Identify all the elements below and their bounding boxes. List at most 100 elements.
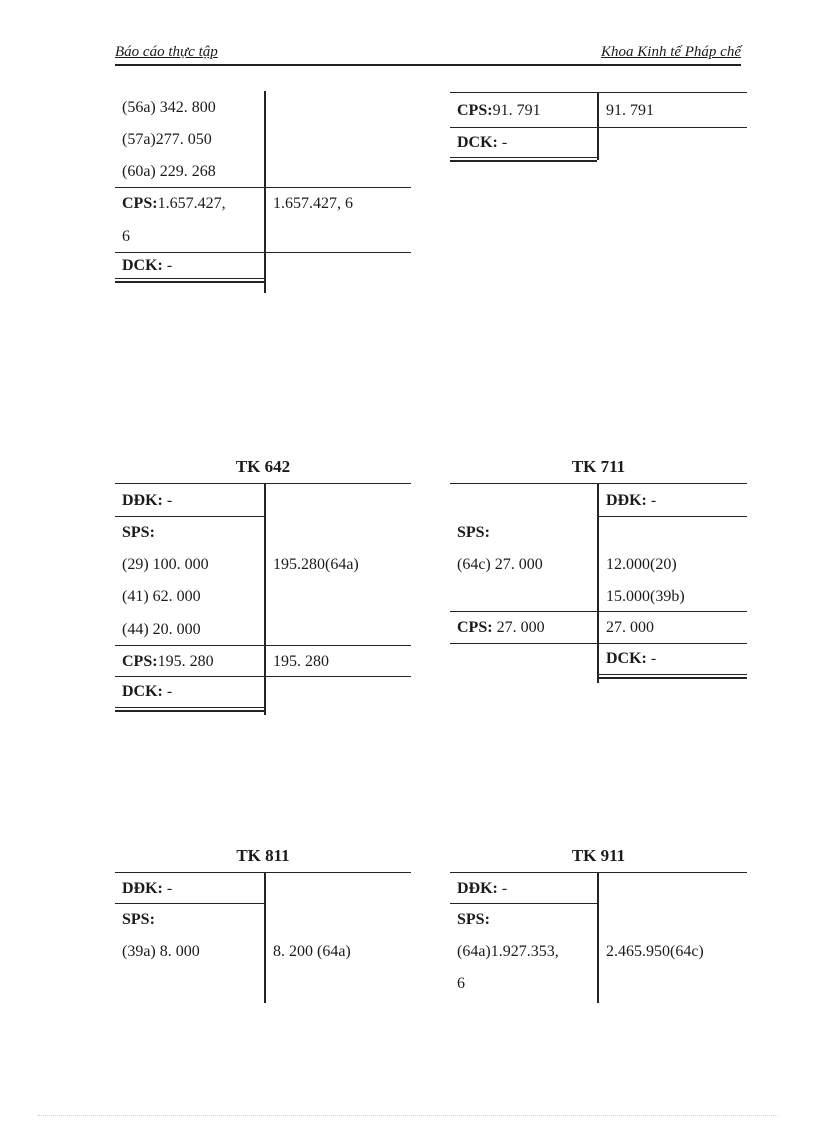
cps-label: CPS: — [457, 102, 493, 119]
entry-row: (41) 62. 000 — [115, 581, 411, 613]
dck-value: - — [497, 134, 508, 151]
taccount-tk911: TK 911 DĐK: - SPS: (64a)1.927.353, 2.465… — [450, 840, 747, 1003]
dck-row: DCK: - — [115, 677, 411, 707]
debit-entry-row: (60a) 229. 268 — [115, 156, 411, 188]
sps-cell: SPS: — [450, 517, 597, 549]
credit-entry: 195.280(64a) — [273, 556, 359, 573]
dck-cell: DCK: - — [115, 253, 264, 278]
debit-entry: (29) 100. 000 — [122, 556, 209, 573]
credit-entry: 2.465.950(64c) — [606, 943, 704, 960]
t-divider-line — [264, 91, 266, 293]
debit-entry-row: (57a)277. 050 — [115, 124, 411, 156]
dck-label: DCK: — [122, 683, 163, 700]
closing-double-rule — [450, 157, 597, 162]
credit-entry: 8. 200 (64a) — [273, 943, 351, 960]
cps-label: CPS: — [122, 653, 158, 670]
dck-value: - — [162, 257, 173, 274]
debit-entry: (56a) 342. 800 — [122, 99, 216, 116]
debit-entry: (39a) 8. 000 — [122, 943, 200, 960]
cps-credit-value: 91. 791 — [606, 102, 654, 119]
sps-label: SPS: — [457, 524, 490, 541]
sps-cell: SPS: — [115, 904, 264, 936]
cps-total-row: CPS:1.657.427, 1.657.427, 6 — [115, 188, 411, 220]
entry-row: (29) 100. 000 195.280(64a) — [115, 549, 411, 581]
sps-label: SPS: — [122, 524, 155, 541]
dck-cell: DCK: - — [597, 644, 747, 674]
account-title: TK 911 — [571, 846, 626, 865]
cps-credit-value: 27. 000 — [606, 619, 654, 636]
header-right-text: Khoa Kinh tế Pháp chế — [601, 44, 741, 60]
sps-label: SPS: — [457, 911, 490, 928]
ddk-cell: DĐK: - — [450, 873, 597, 904]
t-divider-line — [264, 483, 266, 715]
debit-cell — [450, 581, 597, 611]
cps-debit-cell: CPS:195. 280 — [115, 646, 264, 676]
credit-cell — [597, 968, 747, 1000]
taccount-tk642: TK 642 DĐK: - SPS: (29) 100. 000 195.280… — [115, 450, 411, 715]
entry-row: (64c) 27. 000 12.000(20) — [450, 549, 747, 581]
cps-total-row: CPS:91. 791 91. 791 — [450, 92, 747, 128]
account-title: TK 642 — [235, 457, 291, 476]
t-divider-line — [597, 483, 599, 683]
credit-cell — [264, 581, 411, 613]
credit-cell — [264, 873, 411, 904]
account-title: TK 711 — [571, 457, 626, 476]
dck-value: - — [162, 683, 173, 700]
ddk-row: DĐK: - — [115, 872, 411, 904]
taccount-contd-left: (56a) 342. 800 (57a)277. 050 (60a) 229. … — [115, 91, 411, 293]
t-divider-line — [597, 872, 599, 1003]
account-title: TK 811 — [236, 846, 290, 865]
taccount-table: DĐK: - SPS: (64a)1.927.353, 2.465.950(64… — [450, 872, 747, 1003]
dck-label: DCK: — [606, 650, 647, 667]
footer-dotted-line — [38, 1115, 778, 1116]
ddk-value: - — [162, 880, 173, 897]
ddk-cell: DĐK: - — [597, 484, 747, 517]
sps-cell: SPS: — [450, 904, 597, 936]
entry-row: (64a)1.927.353, 2.465.950(64c) — [450, 936, 747, 968]
closing-double-rule — [115, 278, 264, 283]
credit-cell — [264, 517, 411, 549]
credit-entry: 12.000(20) — [606, 556, 677, 573]
dck-label: DCK: — [122, 257, 163, 274]
sps-row: SPS: — [450, 517, 747, 549]
credit-cell — [264, 613, 411, 645]
dck-value: - — [646, 650, 657, 667]
cps-debit-value: 1.657.427, — [157, 195, 226, 212]
debit-cell — [450, 484, 597, 517]
sps-row: SPS: — [115, 904, 411, 936]
credit-cell — [597, 128, 747, 157]
sps-row: SPS: — [115, 517, 411, 549]
page-header: Báo cáo thực tập Khoa Kinh tế Pháp chế — [115, 44, 741, 66]
cps-credit-value: 1.657.427, 6 — [273, 195, 353, 212]
sps-label: SPS: — [122, 911, 155, 928]
dck-cell: DCK: - — [115, 677, 264, 707]
header-left-text: Báo cáo thực tập — [115, 44, 218, 60]
credit-cell — [264, 156, 411, 187]
debit-entry: (60a) 229. 268 — [122, 163, 216, 180]
credit-cell — [264, 220, 411, 252]
debit-entry-wrap: 6 — [457, 975, 465, 992]
cps-debit-cell: CPS: 27. 000 — [450, 612, 597, 643]
credit-cell — [597, 873, 747, 904]
taccount-tk711: TK 711 DĐK: - SPS: (64c) 27. 000 12.000(… — [450, 450, 747, 683]
ddk-value: - — [497, 880, 508, 897]
sps-cell: SPS: — [115, 517, 264, 549]
credit-cell — [264, 904, 411, 936]
ddk-row: DĐK: - — [450, 483, 747, 517]
closing-double-rule — [115, 707, 264, 712]
cps-total-row: CPS: 27. 000 27. 000 — [450, 612, 747, 644]
debit-entry: (41) 62. 000 — [122, 588, 201, 605]
debit-entry: (57a)277. 050 — [122, 131, 212, 148]
cps-total-row: CPS:195. 280 195. 280 — [115, 646, 411, 677]
dck-row: DCK: - — [450, 644, 747, 674]
cps-label: CPS: — [457, 619, 493, 636]
entry-wrap-row: 6 — [450, 968, 747, 1000]
taccount-table: DĐK: - SPS: (64c) 27. 000 12.000(20) 15.… — [450, 483, 747, 683]
credit-cell — [597, 904, 747, 936]
entry-row: (39a) 8. 000 8. 200 (64a) — [115, 936, 411, 968]
entry-row: (44) 20. 000 — [115, 613, 411, 646]
sps-row: SPS: — [450, 904, 747, 936]
cps-label: CPS: — [122, 195, 158, 212]
credit-entry: 15.000(39b) — [606, 588, 685, 605]
ddk-label: DĐK: — [606, 492, 647, 509]
